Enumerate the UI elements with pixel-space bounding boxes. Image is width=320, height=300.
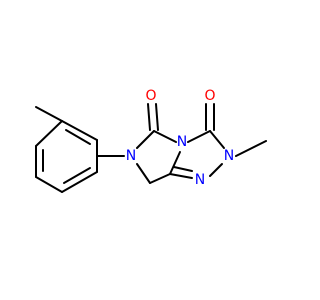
bond-nfused-carbonyl	[187, 130, 211, 143]
molecule-structure-diagram: O O N N N N	[35, 88, 267, 193]
atom-nitrogen-methyl: N	[224, 148, 234, 164]
bonds	[35, 103, 267, 193]
bond-carbonyl-nmethyl	[209, 130, 225, 149]
bond-benzene-double	[63, 167, 91, 184]
bond-n-methyl	[235, 140, 267, 157]
atom-nitrogen-ring: N	[126, 148, 136, 164]
bond-co-double	[147, 103, 151, 131]
atom-oxygen-left: O	[145, 88, 156, 104]
bond-carbonyl-nfused	[153, 130, 177, 143]
bond-benzene	[61, 120, 98, 141]
bond-benzene-double	[65, 129, 91, 145]
bond-n-carbonyl	[136, 130, 155, 149]
bond-aryl-methyl	[35, 106, 63, 122]
atom-oxygen-right: O	[204, 88, 215, 104]
bond-bridge-ch2	[149, 173, 171, 184]
bond-benzene	[35, 176, 63, 193]
bond-benzene	[35, 120, 63, 147]
atom-nitrogen-fused: N	[177, 134, 187, 150]
bond-nfused-bridge	[169, 151, 181, 175]
bond-nmethyl-nbottom	[209, 163, 223, 177]
bond-nbottom-bridge	[169, 173, 193, 179]
atom-labels: O O N N N N	[126, 88, 234, 188]
atom-nitrogen-bottom: N	[195, 172, 205, 188]
bond-benzene	[61, 171, 98, 193]
bond-ch2-n	[136, 163, 151, 184]
bond-nbottom-bridge-double	[173, 166, 193, 172]
bond-co-double	[155, 103, 159, 131]
